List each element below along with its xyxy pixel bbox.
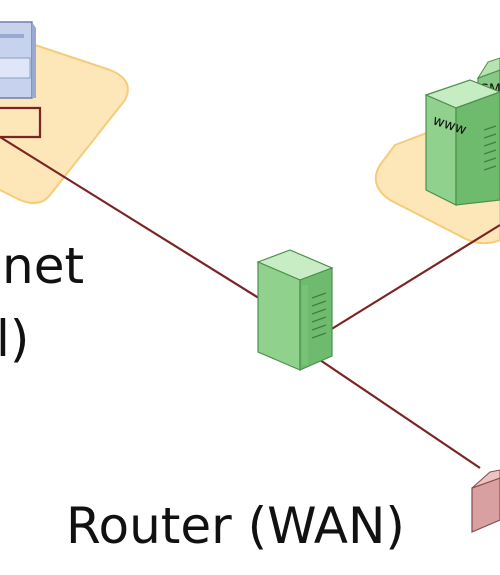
client-computer-icon bbox=[0, 21, 36, 99]
internet-label-line2: l) bbox=[0, 310, 29, 368]
link-internet-firewall bbox=[0, 136, 263, 301]
router-wan-label: Router (WAN) bbox=[66, 497, 405, 555]
router-icon bbox=[471, 469, 500, 533]
network-links bbox=[0, 106, 500, 469]
link-firewall-router bbox=[319, 359, 481, 469]
server-www-icon bbox=[424, 79, 500, 206]
link-firewall-dmz bbox=[329, 224, 500, 331]
firewall-server-icon bbox=[256, 249, 334, 371]
internet-label-line1: net bbox=[2, 237, 84, 295]
link-internet-bracket bbox=[0, 106, 42, 139]
